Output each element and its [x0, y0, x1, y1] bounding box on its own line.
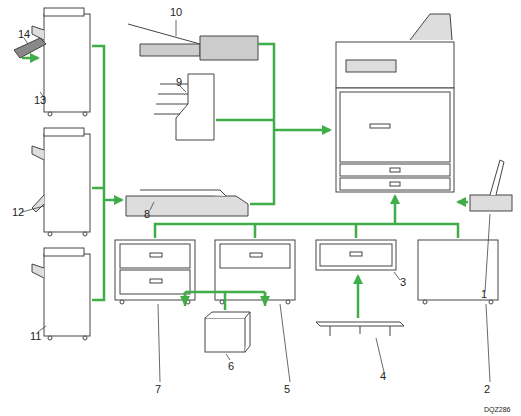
output-tray — [128, 24, 258, 60]
callout-number: 14 — [18, 28, 30, 40]
finisher-unit — [32, 8, 90, 116]
stapler-part — [14, 38, 46, 58]
callout-number: 10 — [170, 6, 182, 18]
mailbox — [154, 74, 214, 140]
figure-code: DQZ286 — [484, 406, 510, 414]
callout-number: 13 — [34, 94, 46, 106]
option-unit — [470, 160, 512, 211]
booklet-finisher — [32, 128, 90, 236]
finisher-unit — [32, 248, 90, 340]
large-capacity-tray — [215, 240, 295, 304]
callout-number: 5 — [284, 383, 290, 395]
callout-number: 1 — [481, 288, 487, 300]
callout-number: 9 — [176, 76, 182, 88]
callout-number: 12 — [12, 206, 24, 218]
printer-body — [336, 14, 454, 192]
paper-tray-unit — [115, 240, 195, 304]
callout-number: 8 — [144, 208, 150, 220]
connection-arrows — [22, 44, 468, 318]
callout-number: 2 — [484, 383, 490, 395]
paper-tray-unit — [316, 240, 396, 270]
callout-number: 7 — [155, 383, 161, 395]
callout-number: 11 — [30, 330, 41, 342]
callout-number: 4 — [380, 370, 386, 382]
callout-number: 3 — [400, 276, 406, 288]
leader-lines — [22, 20, 490, 382]
tray-heater — [205, 312, 250, 352]
callout-number: 6 — [228, 360, 234, 372]
caster-table — [316, 322, 404, 336]
